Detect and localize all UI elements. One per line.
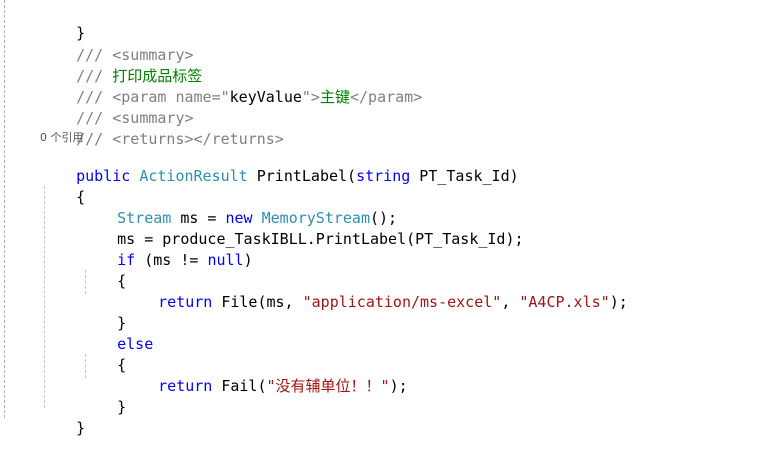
method-params: PT_Task_Id) <box>410 167 519 185</box>
brace: } <box>117 398 127 416</box>
string-content-type: "application/ms-excel" <box>302 293 502 311</box>
code-line-if-open-brace[interactable]: { <box>81 250 126 290</box>
code-line-else-close-brace[interactable]: } <box>81 376 126 416</box>
indent-guide-method <box>44 186 45 408</box>
string-file-name: "A4CP.xls" <box>519 293 610 311</box>
keyword-null: null <box>207 251 244 269</box>
space <box>248 167 257 185</box>
doc-param-open: <param name=" <box>112 88 230 106</box>
code-line-open-brace[interactable]: { <box>40 166 85 206</box>
code-line-else-open-brace[interactable]: { <box>81 334 126 374</box>
brace: } <box>117 314 127 332</box>
keyword-return: return <box>158 377 213 395</box>
keyword-return: return <box>158 293 213 311</box>
code-line-doc-summary[interactable]: /// <summary> <box>40 24 193 64</box>
doc-param-text: 主键 <box>319 88 350 106</box>
code-line-return-fail[interactable]: return Fail("没有辅单位！！"); <box>122 355 408 395</box>
doc-param-name: keyValue <box>229 88 302 106</box>
outline-margin <box>4 0 5 418</box>
code-line-else[interactable]: else <box>81 313 153 353</box>
code-editor[interactable]: } /// <summary> /// 打印成品标签 /// <param na… <box>0 0 769 437</box>
code-line-stream-decl[interactable]: Stream ms = new MemoryStream(); <box>81 187 397 227</box>
doc-comment-slashes: /// <box>76 88 113 106</box>
call-fail: Fail( <box>212 377 267 395</box>
doc-comment-tag: <returns></returns> <box>112 130 284 148</box>
code-line-method-close-brace[interactable]: } <box>40 397 85 437</box>
type-memory-stream: MemoryStream <box>261 209 370 227</box>
string-fail-message: "没有辅单位！！" <box>266 377 390 395</box>
codelens-references[interactable]: 0 个引用 <box>40 131 84 144</box>
code-line-close-brace[interactable]: } <box>40 2 85 42</box>
code-line-doc-returns[interactable]: /// <returns></returns> <box>40 108 284 148</box>
assignment: ms = <box>171 209 226 227</box>
keyword-new: new <box>225 209 253 227</box>
call-file: File(ms, <box>212 293 303 311</box>
keyword-else: else <box>117 335 154 353</box>
doc-comment-tag: <summary> <box>112 109 194 127</box>
keyword-string: string <box>356 167 411 185</box>
type-action-result: ActionResult <box>139 167 248 185</box>
doc-comment-tag: <summary> <box>112 46 194 64</box>
doc-comment-slashes: /// <box>76 46 113 64</box>
code-line-doc-summary-close[interactable]: /// <summary> <box>40 87 193 127</box>
code-line-print-label-call[interactable]: ms = produce_TaskIBLL.PrintLabel(PT_Task… <box>81 208 523 248</box>
brace: } <box>76 419 86 437</box>
comma: , <box>501 293 520 311</box>
brace: } <box>76 24 86 42</box>
call-end: ); <box>609 293 628 311</box>
code-line-if[interactable]: if (ms != null) <box>81 229 252 269</box>
doc-comment-slashes: /// <box>76 109 113 127</box>
code-line-doc-text[interactable]: /// 打印成品标签 <box>40 45 202 85</box>
call-end: ); <box>389 377 408 395</box>
code-line-return-file[interactable]: return File(ms, "application/ms-excel", … <box>122 271 628 311</box>
call-end: (); <box>370 209 398 227</box>
space <box>130 167 139 185</box>
brace: { <box>117 356 127 374</box>
code-line-if-close-brace[interactable]: } <box>81 292 126 332</box>
doc-param-mid: "> <box>301 88 320 106</box>
brace: { <box>76 188 86 206</box>
doc-comment-slashes: /// <box>76 67 113 85</box>
doc-comment-slashes: /// <box>76 130 113 148</box>
keyword-public: public <box>76 167 131 185</box>
condition-end: ) <box>243 251 253 269</box>
brace: { <box>117 272 127 290</box>
type-stream: Stream <box>117 209 172 227</box>
keyword-if: if <box>117 251 136 269</box>
indent-guide-else-block <box>85 354 86 378</box>
code-line-method-signature[interactable]: public ActionResult PrintLabel(string PT… <box>40 145 519 185</box>
doc-param-close: </param> <box>349 88 423 106</box>
indent-guide-if-block <box>85 270 86 294</box>
condition: (ms != <box>135 251 208 269</box>
code-line-doc-param[interactable]: /// <param name="keyValue">主键</param> <box>40 66 422 106</box>
statement: ms = produce_TaskIBLL.PrintLabel(PT_Task… <box>117 230 524 248</box>
method-name: PrintLabel( <box>256 167 357 185</box>
doc-comment-text: 打印成品标签 <box>112 67 203 85</box>
